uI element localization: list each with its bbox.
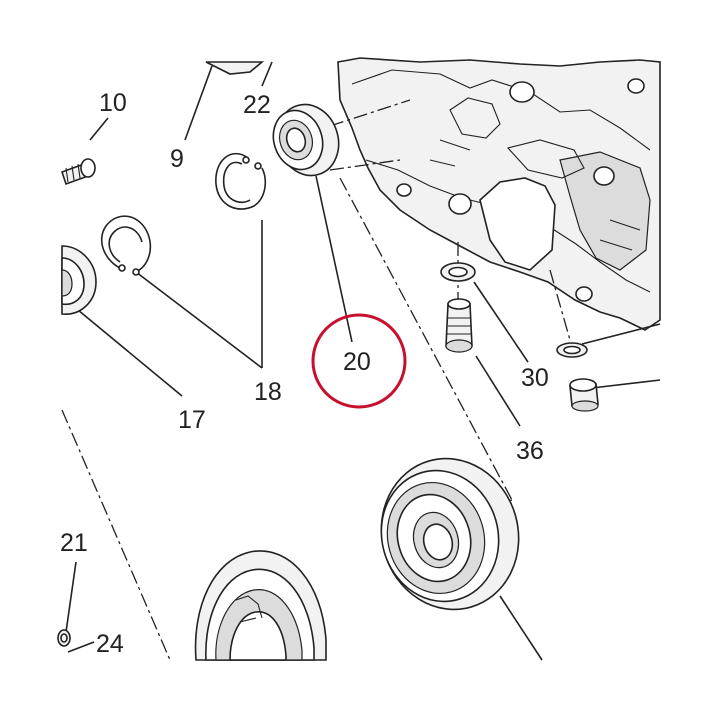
part-18-circlips xyxy=(100,152,267,276)
crankcase-housing xyxy=(337,57,661,331)
callout-17: 17 xyxy=(178,406,206,434)
leader-lines xyxy=(65,61,661,661)
center-lines xyxy=(61,99,571,661)
callout-21: 21 xyxy=(60,529,88,557)
callout-24: 24 xyxy=(96,630,124,658)
flywheel-gear-large xyxy=(380,457,520,611)
callout-10: 10 xyxy=(99,89,127,117)
part-20-bearing xyxy=(272,103,340,177)
callout-18: 18 xyxy=(254,378,282,406)
flywheel-gear-small xyxy=(194,550,327,661)
callout-22: 22 xyxy=(243,91,271,119)
callout-9: 9 xyxy=(170,145,184,173)
part-36-plug xyxy=(445,298,599,412)
part-22-component xyxy=(205,61,265,75)
callout-30: 30 xyxy=(521,364,549,392)
part-24-seal xyxy=(57,629,71,647)
callout-36: 36 xyxy=(516,437,544,465)
part-30-washer xyxy=(440,262,588,358)
highlight-circle xyxy=(311,313,407,409)
part-17-bearing xyxy=(61,245,97,315)
callout-20: 20 xyxy=(343,348,371,376)
part-10-screw xyxy=(60,158,96,186)
